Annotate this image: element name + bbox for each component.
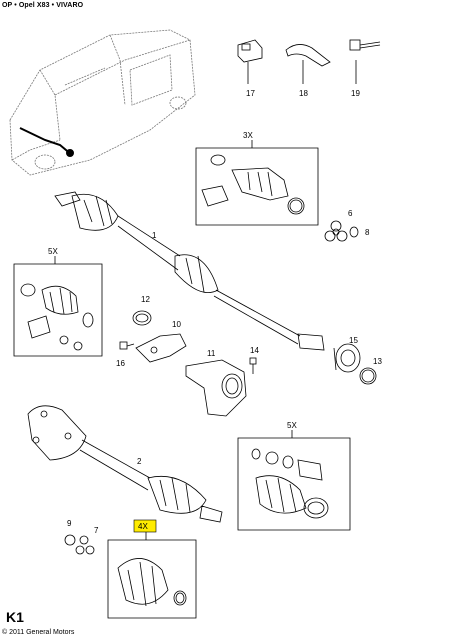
callout-17: 17 <box>246 89 255 98</box>
kit-box-5x-right <box>237 430 351 531</box>
callout-9: 9 <box>67 519 72 528</box>
part-6-tripod <box>324 220 348 242</box>
part-17-clip <box>237 39 263 84</box>
multiplier-kit-bottom: 4X <box>138 522 148 531</box>
kit-box-4x <box>107 532 197 619</box>
callout-13: 13 <box>373 357 382 366</box>
driveshaft-2 <box>27 405 223 523</box>
part-13-circlip <box>359 367 377 385</box>
callout-11: 11 <box>207 349 216 358</box>
callout-16: 16 <box>116 359 125 368</box>
part-9-ring <box>64 534 76 546</box>
callout-14: 14 <box>250 346 259 355</box>
callout-8: 8 <box>365 228 370 237</box>
part-18-bracket <box>285 44 331 84</box>
part-10-plate <box>135 333 187 363</box>
page-code: K1 <box>6 609 24 625</box>
kit-box-3x <box>195 140 319 226</box>
callout-6: 6 <box>348 209 353 218</box>
part-15-bearing <box>333 343 361 373</box>
callout-2: 2 <box>137 457 142 466</box>
multiplier-kit-left: 5X <box>48 247 58 256</box>
callout-18: 18 <box>299 89 308 98</box>
vehicle-illustration <box>9 29 196 176</box>
callout-10: 10 <box>172 320 181 329</box>
part-14-bolt <box>249 357 257 374</box>
part-8-ring <box>349 226 359 238</box>
part-12-clip <box>132 310 152 326</box>
kit-box-5x-left <box>13 256 103 357</box>
copyright-notice: © 2011 General Motors <box>2 629 75 636</box>
callout-19: 19 <box>351 89 360 98</box>
vehicle-highlight-driveshaft <box>19 127 74 157</box>
callout-1: 1 <box>152 231 157 240</box>
callout-7: 7 <box>94 526 99 535</box>
callout-12: 12 <box>141 295 150 304</box>
kit-4x-highlight <box>133 519 157 533</box>
callout-15: 15 <box>349 336 358 345</box>
part-7-tripod <box>75 535 95 555</box>
part-16-bolt <box>119 341 135 350</box>
multiplier-kit-right: 5X <box>287 421 297 430</box>
part-11-bearing-bracket <box>185 359 247 417</box>
multiplier-kit-top: 3X <box>243 131 253 140</box>
driveshaft-1 <box>54 191 325 351</box>
header-title: OP • Opel X83 • VIVARO <box>2 2 84 9</box>
part-19-bolt <box>349 39 381 84</box>
